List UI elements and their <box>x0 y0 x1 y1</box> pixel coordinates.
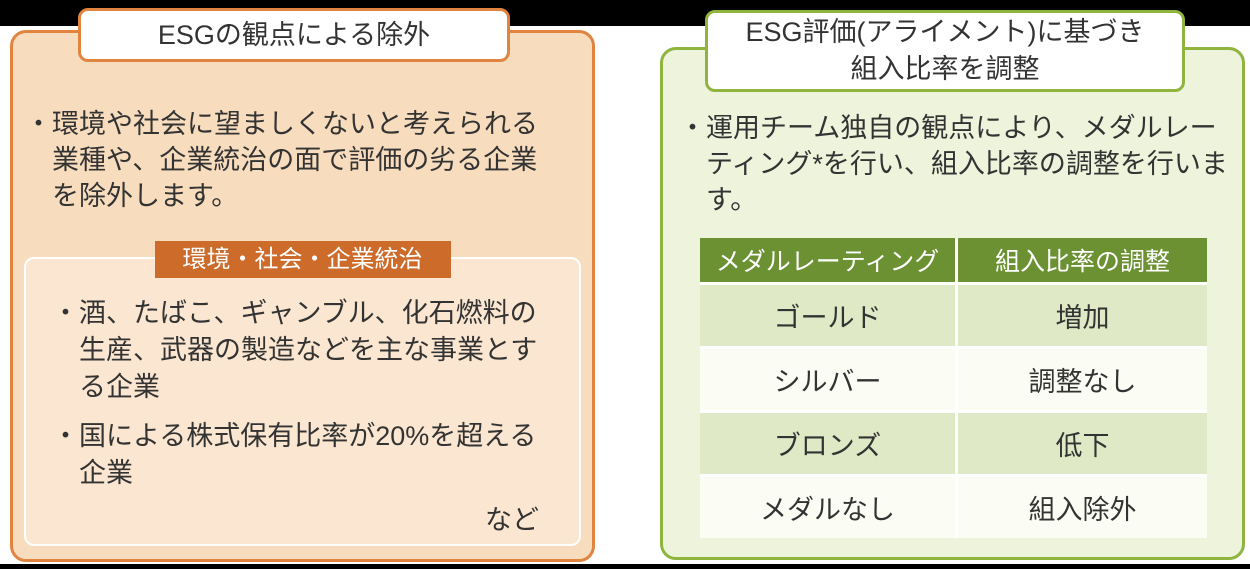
category-badge: 環境・社会・企業統治 <box>154 241 451 278</box>
table-header-weight-adjustment: 組入比率の調整 <box>958 238 1207 282</box>
adjustment-cell-row4: 組入除外 <box>958 477 1207 538</box>
rating-cell-row2: シルバー <box>700 349 955 410</box>
exclusion-description: ・環境や社会に望ましくないと考えられる業種や、企業統治の面で評価の劣る企業を除外… <box>25 109 538 211</box>
esg-rating-panel-title: ESG評価(アライメント)に基づき 組入比率を調整 <box>705 10 1185 92</box>
rating-title-line1: ESG評価(アライメント)に基づき <box>745 17 1145 47</box>
adjustment-cell-row1: 増加 <box>958 285 1207 346</box>
rating-description: ・運用チーム独自の観点により、メダルレーティング*を行い、組入比率の調整を行いま… <box>679 113 1228 215</box>
rating-title-line2: 組入比率を調整 <box>850 54 1040 84</box>
exclusion-item-industries: ・酒、たばこ、ギャンブル、化石燃料の生産、武器の製造などを主な事業とする企業 <box>52 298 538 402</box>
adjustment-cell-row3: 低下 <box>958 413 1207 474</box>
rating-cell-row1: ゴールド <box>700 285 955 346</box>
table-header-medal-rating: メダルレーティング <box>700 238 955 282</box>
rating-cell-row3: ブロンズ <box>700 413 955 474</box>
rating-cell-row4: メダルなし <box>700 477 955 538</box>
etc-label: など <box>485 505 539 535</box>
exclusion-detail-box: 環境・社会・企業統治 ・酒、たばこ、ギャンブル、化石燃料の生産、武器の製造などを… <box>24 241 581 546</box>
medal-rating-table: メダルレーティング 組入比率の調整 ゴールド 増加 シルバー 調整なし ブロンズ… <box>700 238 1207 538</box>
esg-rating-panel: ・運用チーム独自の観点により、メダルレーティング*を行い、組入比率の調整を行いま… <box>660 47 1245 560</box>
esg-exclusion-panel: ・環境や社会に望ましくないと考えられる業種や、企業統治の面で評価の劣る企業を除外… <box>10 30 595 562</box>
adjustment-cell-row2: 調整なし <box>958 349 1207 410</box>
esg-exclusion-panel-title: ESGの観点による除外 <box>78 8 510 62</box>
exclusion-item-state-ownership: ・国による株式保有比率が20%を超える企業 <box>52 421 537 488</box>
